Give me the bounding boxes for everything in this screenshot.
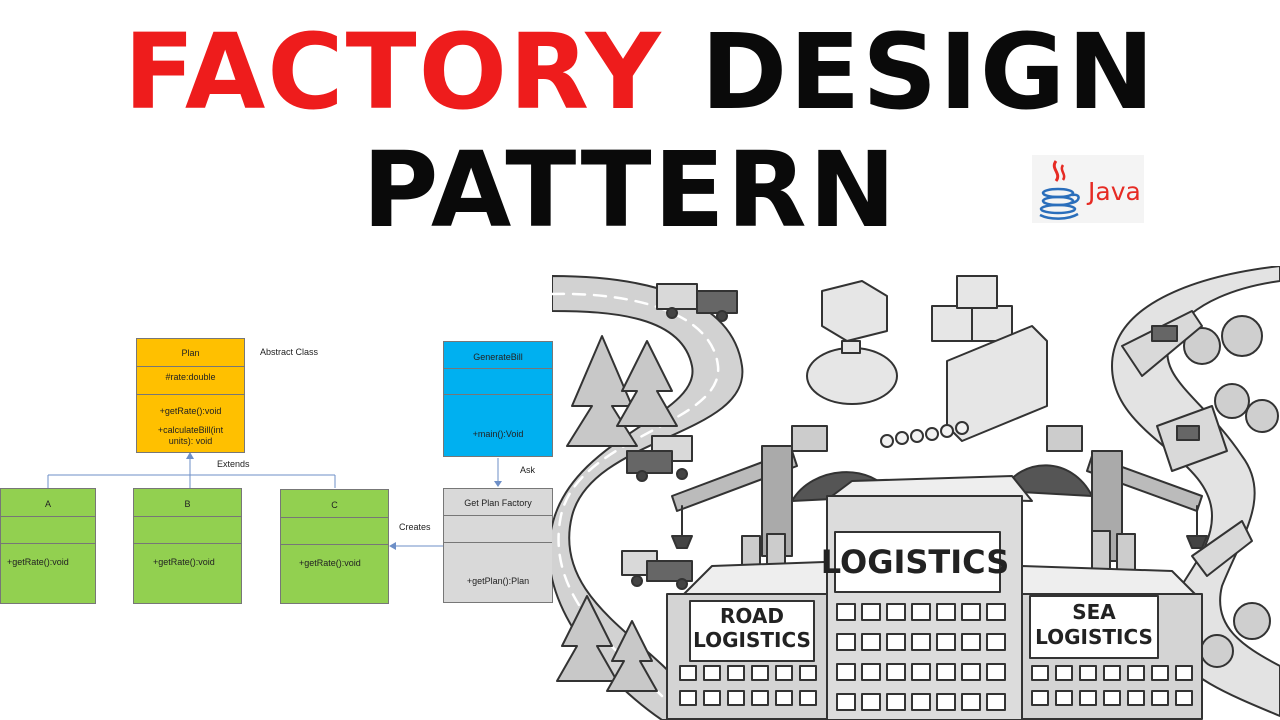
uml-method: +getRate():void — [299, 558, 361, 568]
river — [1111, 266, 1280, 717]
round-trees — [1183, 315, 1279, 668]
truck-icon — [626, 435, 693, 482]
creates-label: Creates — [399, 522, 431, 532]
uml-field: #rate:double — [165, 372, 216, 382]
right-sign-line-2: LOGISTICS — [1035, 625, 1153, 649]
uml-class-name: C — [331, 500, 338, 510]
uml-class-name: Plan — [181, 348, 200, 358]
left-sign-line-2: LOGISTICS — [693, 628, 811, 652]
uml-connectors — [47, 452, 502, 550]
uml-class-generatebill: GenerateBill +main():Void — [443, 341, 553, 457]
central-logistics-building — [826, 475, 1033, 720]
boat-icon — [1121, 310, 1253, 577]
pine-trees — [556, 335, 678, 692]
uml-class-b: B +getRate():void — [133, 488, 242, 604]
uml-method: units): void — [168, 436, 213, 446]
uml-method: +getRate():void — [153, 557, 215, 567]
uml-class-name: GenerateBill — [473, 352, 523, 362]
java-coffee-cup-icon — [1039, 160, 1080, 220]
truck-icon — [621, 550, 693, 590]
truck-icon — [656, 283, 738, 322]
uml-class-name: Get Plan Factory — [464, 498, 532, 508]
ask-label: Ask — [520, 465, 536, 475]
right-sign-line-1: SEA — [1072, 600, 1116, 624]
extends-label: Extends — [217, 459, 250, 469]
left-sign-line-1: ROAD — [720, 604, 784, 628]
road-logistics-building — [666, 560, 853, 720]
uml-class-plan: Plan #rate:double +getRate():void +calcu… — [136, 338, 245, 453]
uml-method: +getRate():void — [159, 406, 222, 416]
uml-class-name: B — [184, 499, 191, 509]
uml-method: +calculateBill(int — [157, 425, 224, 435]
sea-logistics-building — [1016, 565, 1203, 720]
cargo-items — [806, 275, 1048, 448]
java-logo: Java — [1032, 155, 1144, 223]
abstract-class-label: Abstract Class — [260, 347, 319, 357]
uml-class-c: C +getRate():void — [280, 489, 389, 604]
uml-method: +main():Void — [472, 429, 524, 439]
java-text: Java — [1088, 177, 1141, 206]
logistics-illustration: LOGISTICS ROAD LOGISTICS SEA LOGISTICS — [552, 266, 1280, 720]
uml-class-name: A — [44, 499, 51, 509]
uml-method: +getRate():void — [7, 557, 69, 567]
title-line-2: PATTERN — [362, 129, 898, 251]
title-word-design: DESIGN — [700, 11, 1157, 133]
title-line-1: FACTORY DESIGN — [0, 20, 1280, 124]
title-word-factory: FACTORY — [123, 11, 663, 133]
center-sign-text: LOGISTICS — [821, 543, 1010, 581]
uml-class-get-plan-factory: Get Plan Factory +getPlan():Plan — [443, 488, 553, 603]
crane-left — [671, 425, 828, 557]
uml-class-a: A +getRate():void — [0, 488, 96, 604]
uml-method: +getPlan():Plan — [466, 576, 530, 586]
